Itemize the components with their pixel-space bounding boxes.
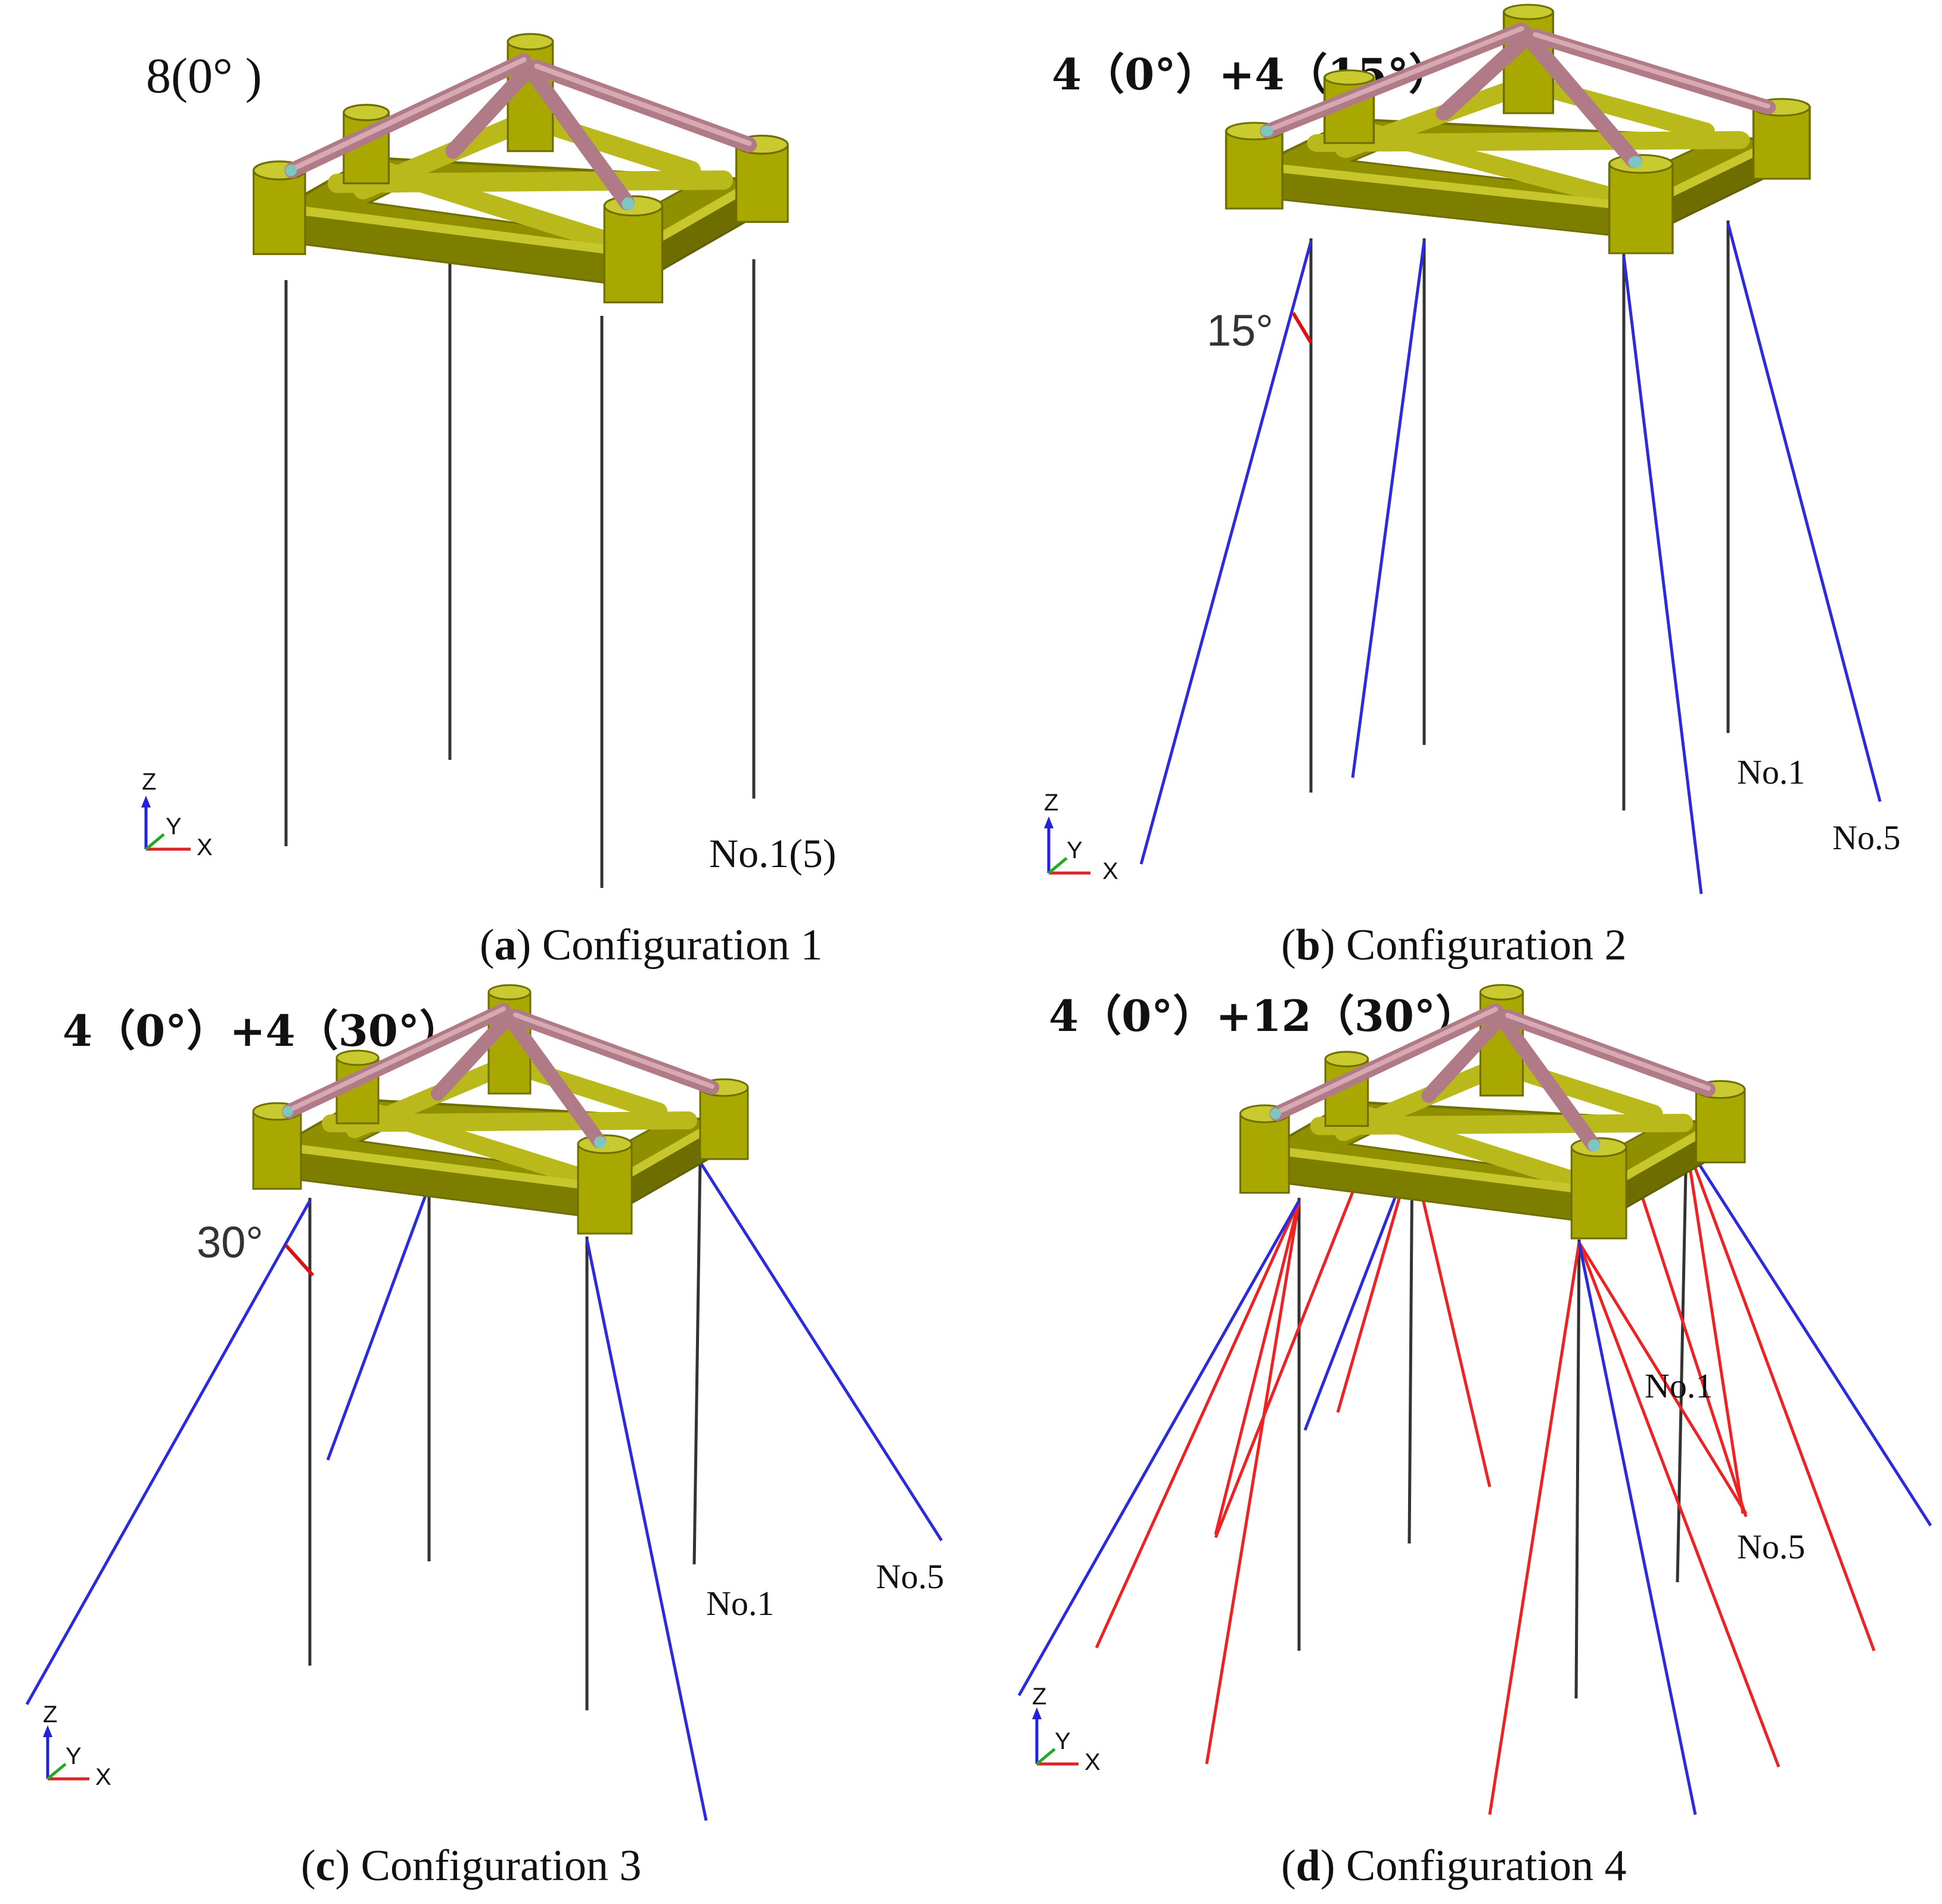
- axis-z-label: Z: [1032, 1684, 1046, 1710]
- panel-a-platform: [254, 34, 788, 302]
- panel-c-vertical-lines: [308, 1158, 702, 1710]
- panel-a-caption-text: Configuration 1: [542, 921, 823, 970]
- panel-c-axis-triad: Z Y X: [43, 1701, 111, 1790]
- axis-y-label: Y: [66, 1743, 82, 1769]
- panel-a-line-label: No.1(5): [709, 831, 836, 876]
- axis-x-label: X: [95, 1764, 111, 1790]
- panel-b-caption-letter: b: [1296, 921, 1320, 970]
- panel-b-line-label-1: No.1: [1737, 753, 1805, 791]
- panel-d-red-lines: [1095, 1144, 1876, 1815]
- panel-b-caption: (b) Configuration 2: [1281, 921, 1627, 970]
- panel-d-vertical-lines: [1297, 1141, 1688, 1699]
- panel-b-line-label-5: No.5: [1832, 818, 1900, 857]
- axis-x-label: X: [1102, 858, 1118, 884]
- panel-b-inclined-lines: [1139, 223, 1882, 894]
- panel-b-caption-text: Configuration 2: [1346, 921, 1627, 970]
- panel-a: 8(0° ) No.1(5) Z Y X (a) Configuration 1: [141, 34, 836, 970]
- panel-c-line-label-5: No.5: [876, 1557, 944, 1596]
- panel-a-axis-triad: Z Y X: [141, 769, 213, 861]
- panel-c-line-label-1: No.1: [706, 1584, 774, 1623]
- panel-c-caption: (c) Configuration 3: [301, 1841, 641, 1890]
- axis-y-label: Y: [1067, 837, 1083, 864]
- axis-z-label: Z: [1044, 790, 1058, 816]
- axis-z-label: Z: [142, 769, 156, 795]
- panel-d-caption-letter: d: [1296, 1841, 1320, 1890]
- panel-d-axis-triad: Z Y X: [1032, 1684, 1101, 1775]
- panel-d-caption: (d) Configuration 4: [1281, 1841, 1627, 1890]
- panel-b-angle-label: 15°: [1207, 306, 1273, 355]
- axis-x-label: X: [1085, 1749, 1101, 1775]
- panel-d-caption-text: Configuration 4: [1346, 1841, 1627, 1890]
- panel-a-caption-letter: a: [495, 921, 517, 970]
- panel-d-blue-lines: [1017, 1143, 1932, 1815]
- panel-b-angle-marker: [1291, 312, 1313, 344]
- panel-b-axis-triad: Z Y X: [1044, 790, 1118, 884]
- axis-z-label: Z: [43, 1701, 57, 1728]
- panel-d: 4（0°）+12（30°） No.1: [1017, 985, 1932, 1890]
- panel-c-angle-label: 30°: [197, 1217, 263, 1267]
- axis-x-label: X: [197, 834, 213, 861]
- panel-c-inclined-lines: [25, 1161, 943, 1821]
- panel-b-vertical-lines: [1309, 220, 1730, 810]
- panel-b-platform: [1226, 5, 1810, 253]
- panel-a-caption: (a) Configuration 1: [480, 921, 822, 970]
- panel-b: 4（0°）+4（15°） 15° No.1 No.5 Z Y X (b) Con…: [1044, 5, 1900, 970]
- panel-c: 4（0°）+4（30°） 30° No.1 No.5 Z Y X (c) Con…: [25, 985, 944, 1890]
- panel-c-caption-text: Configuration 3: [361, 1841, 642, 1890]
- panel-c-caption-letter: c: [316, 1841, 335, 1890]
- axis-y-label: Y: [166, 813, 182, 840]
- panel-c-angle-marker: [284, 1244, 315, 1277]
- panel-c-heading: 4（0°）+4（30°）: [63, 1005, 462, 1056]
- panel-d-heading: 4（0°）+12（30°）: [1049, 990, 1478, 1041]
- panel-a-heading: 8(0° ): [146, 48, 262, 104]
- panel-d-line-label-1: No.1: [1645, 1366, 1713, 1405]
- axis-y-label: Y: [1055, 1728, 1071, 1754]
- panel-a-mooring-lines: [284, 232, 756, 888]
- panel-d-line-label-5: No.5: [1737, 1527, 1805, 1566]
